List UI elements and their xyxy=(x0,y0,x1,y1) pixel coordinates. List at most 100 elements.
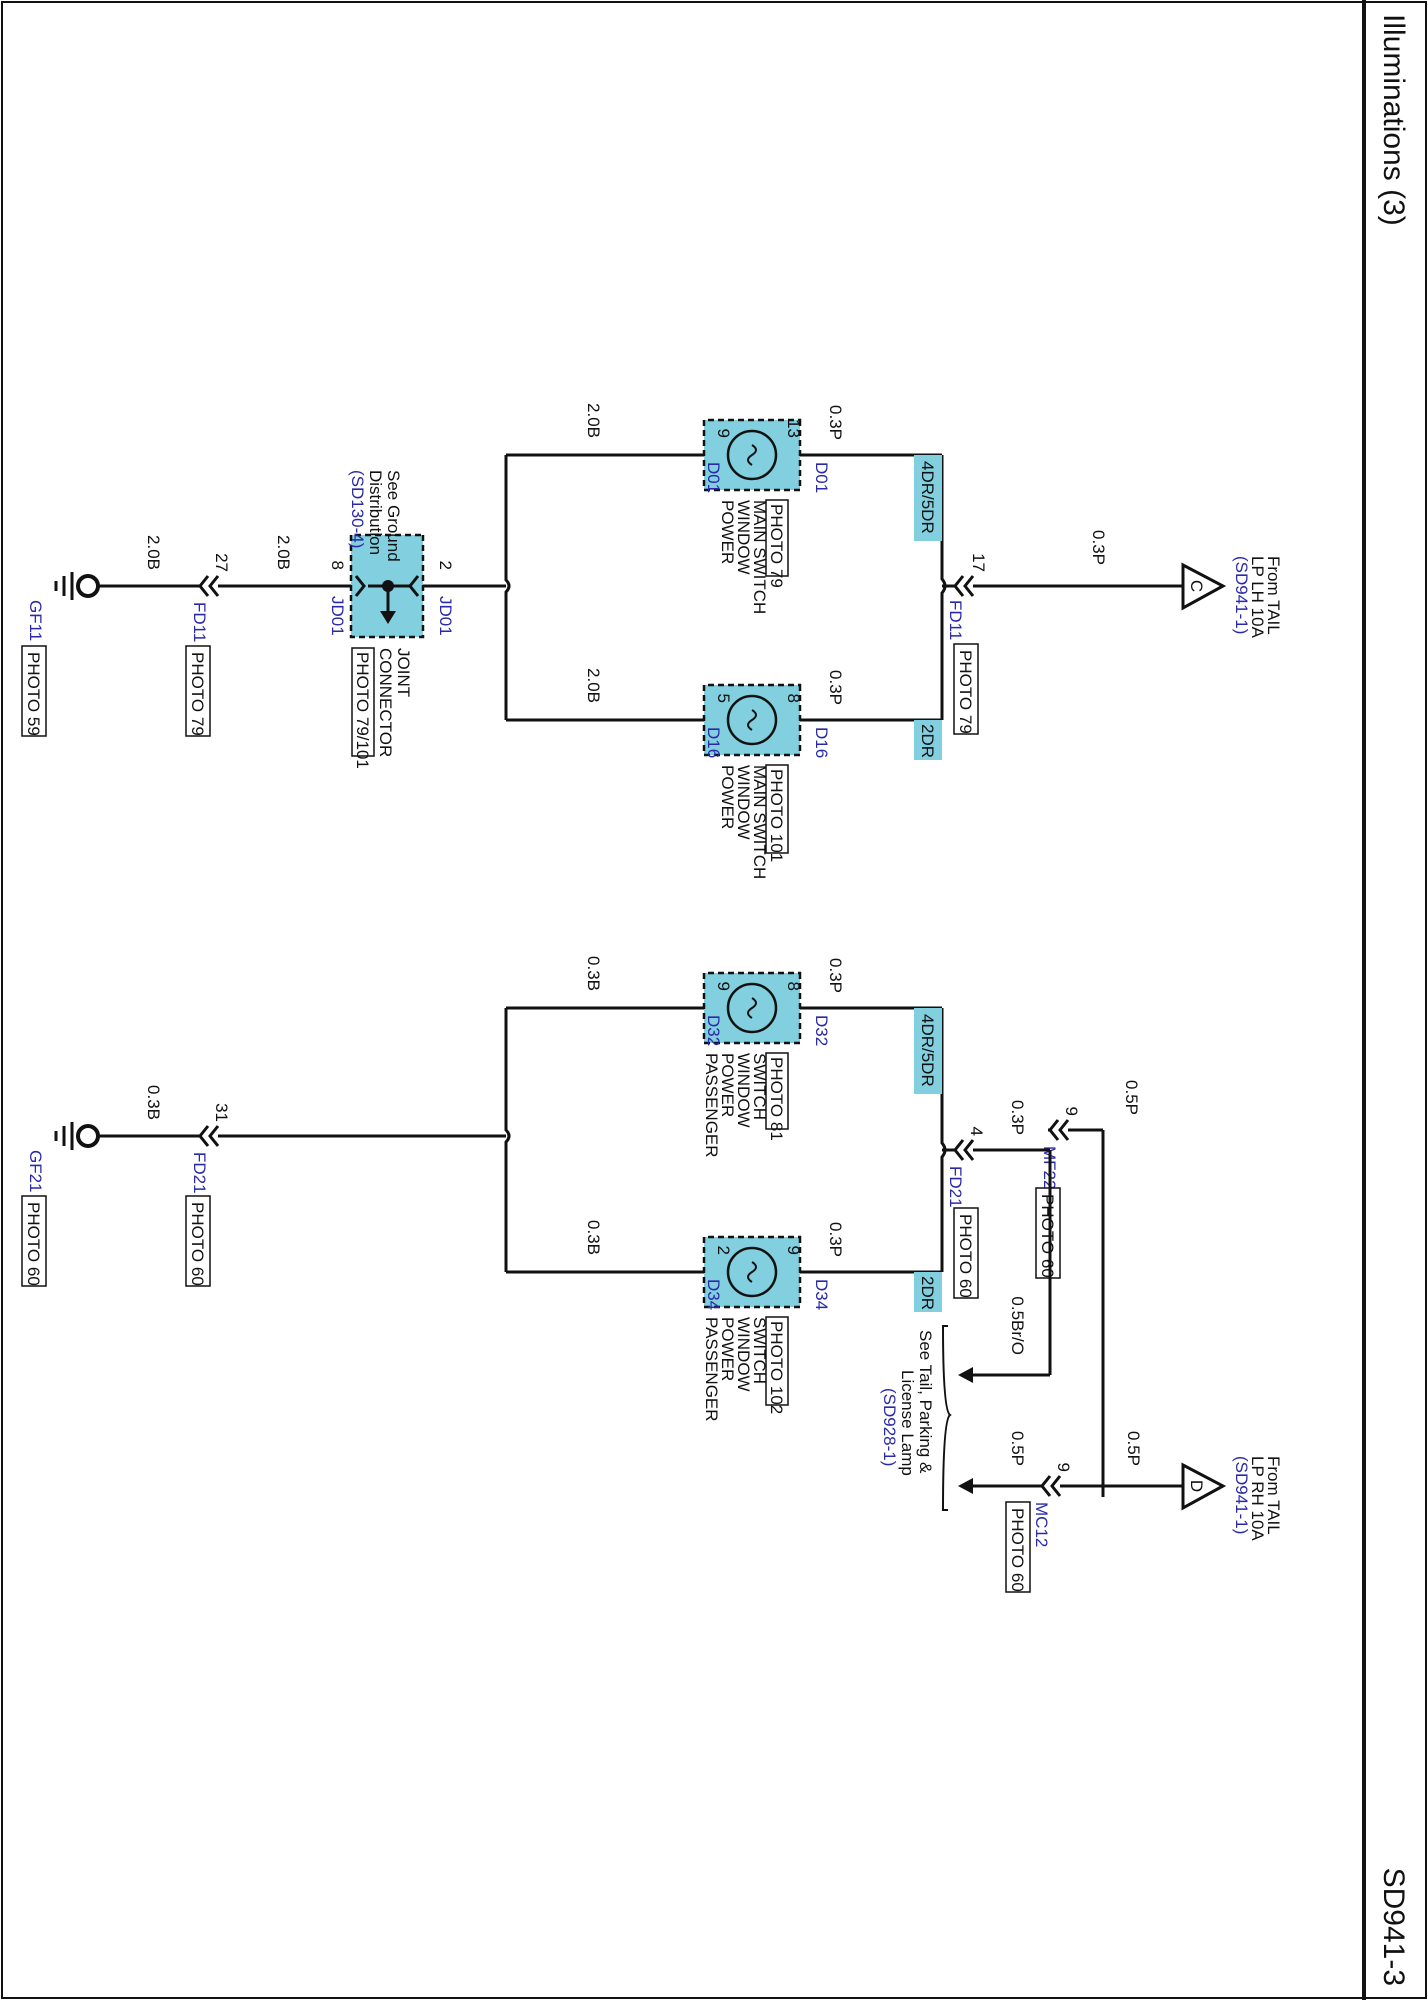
joint-label: JOINT xyxy=(394,648,413,697)
see-tail-line-1: See Tail, Parking & xyxy=(916,1330,935,1474)
source-d-line-1: From TAIL xyxy=(1264,1456,1283,1535)
pin: 8 xyxy=(784,982,803,991)
pin: 8 xyxy=(784,694,803,703)
connector-fd21-male xyxy=(963,1139,975,1161)
joint-label: CONNECTOR xyxy=(376,648,395,757)
connector-mf22-male xyxy=(1058,1119,1070,1141)
connector-name: JD01 xyxy=(328,596,347,636)
photo-label: PHOTO 101 xyxy=(767,769,786,862)
wire-gauge: 0.5P xyxy=(1124,1431,1143,1466)
arrow-down-icon xyxy=(958,1367,973,1383)
arrow-down-icon xyxy=(958,1478,973,1494)
bus-split xyxy=(940,455,947,720)
filament-icon xyxy=(747,444,757,466)
photo-box xyxy=(185,645,211,737)
photo-label: PHOTO 59 xyxy=(24,652,43,736)
variant-tag-2dr xyxy=(914,1272,942,1312)
connector-fd21-bottom-male xyxy=(208,1125,220,1147)
photo-label: PHOTO 79 xyxy=(767,504,786,588)
source-d-line-2: LP RH 10A xyxy=(1248,1456,1267,1541)
pin: 9 xyxy=(714,982,733,991)
ground-terminal-icon xyxy=(76,574,100,598)
filament-icon xyxy=(747,709,757,731)
connector-mc12-male xyxy=(1050,1475,1062,1497)
pin: 13 xyxy=(784,419,803,438)
switch-label: PASSENGER xyxy=(702,1053,721,1158)
photo-label: PHOTO 79 xyxy=(956,650,975,734)
connector-mc12-female xyxy=(1040,1475,1052,1497)
photo-label: PHOTO 81 xyxy=(767,1057,786,1141)
pin: 5 xyxy=(714,694,733,703)
switch-label: WINDOW xyxy=(734,1317,753,1392)
source-d-ref: (SD941-1) xyxy=(1232,1456,1251,1534)
photo-label: PHOTO 60 xyxy=(956,1214,975,1298)
photo-box xyxy=(1035,1187,1061,1279)
switch-label: WINDOW xyxy=(734,500,753,575)
pin: 27 xyxy=(212,553,231,572)
switch-label: POWER xyxy=(718,500,737,564)
pin: 31 xyxy=(212,1103,231,1122)
connector-name: D34 xyxy=(704,1279,723,1310)
filament-icon xyxy=(747,997,757,1019)
variant-tag-4dr-label: 4DR/5DR xyxy=(918,1014,937,1087)
switch-d32: 0.3P 9 D32 8 D32 xyxy=(702,958,902,1046)
connector-name: FD21 xyxy=(946,1166,965,1208)
connector-name: MC12 xyxy=(1032,1502,1051,1547)
pin: 4 xyxy=(967,1127,986,1136)
page-code: SD941-3 xyxy=(1377,1868,1410,1986)
switch-label: POWER xyxy=(718,1317,737,1381)
wire-gauge: 0.3P xyxy=(1089,530,1108,565)
filament-icon xyxy=(747,1261,757,1283)
connector-name: JD01 xyxy=(436,596,455,636)
pin: 8 xyxy=(328,561,347,570)
bus-split xyxy=(940,1008,947,1272)
joint-box-line-1: See Ground xyxy=(384,470,403,562)
source-c-line-2: LP LH 10A xyxy=(1248,556,1267,639)
pin: 2 xyxy=(436,561,455,570)
switch-label: MAIN SWITCH xyxy=(750,500,769,614)
pin: 9 xyxy=(1054,1463,1073,1472)
ground-name: GF11 xyxy=(26,600,45,641)
bus-merge xyxy=(504,455,511,720)
connector-mf22-female xyxy=(1048,1119,1060,1141)
switch-label: WINDOW xyxy=(734,765,753,840)
wire-gauge: 2.0B xyxy=(144,535,163,570)
connector-pin: 17 xyxy=(969,553,988,572)
connector-name: D32 xyxy=(704,1015,723,1046)
see-tail-ref: (SD928-1) xyxy=(880,1388,899,1466)
joint-box-line-2: Distribution xyxy=(366,470,385,555)
photo-box xyxy=(351,647,375,757)
wire-gauge: 2.0B xyxy=(274,535,293,570)
wire-gauge: 0.3P xyxy=(826,1222,845,1257)
connector-name: D01 xyxy=(812,462,831,493)
connector-fd21-female xyxy=(953,1139,965,1161)
switch-d01: 0.3P 9 D01 13 D01 xyxy=(702,405,902,493)
wire-gauge: 2.0B xyxy=(584,403,603,438)
connector-name: FD11 xyxy=(190,602,209,642)
connector-fd11-male xyxy=(963,575,975,597)
source-c-line-1: From TAIL xyxy=(1264,556,1283,635)
photo-box xyxy=(765,764,789,854)
connector-fd21-bottom-female xyxy=(198,1125,210,1147)
connector-name: D01 xyxy=(704,462,723,493)
ground-name: GF21 xyxy=(26,1150,45,1193)
photo-box xyxy=(765,499,789,577)
bus-merge xyxy=(504,1008,511,1272)
connector-name: D32 xyxy=(812,1015,831,1046)
photo-box xyxy=(185,1195,211,1287)
ground-terminal-icon xyxy=(76,1124,100,1148)
wire-gauge: 0.3B xyxy=(584,1220,603,1255)
photo-label: PHOTO 60 xyxy=(1008,1508,1027,1592)
wire-gauge: 2.0B xyxy=(584,668,603,703)
page-title: Illuminations (3) xyxy=(1377,14,1410,226)
source-c-ref: (SD941-1) xyxy=(1232,556,1251,634)
connector-name: D16 xyxy=(812,727,831,758)
wire-gauge: 0.5P xyxy=(1008,1431,1027,1466)
wire-gauge: 0.3P xyxy=(826,670,845,705)
connector-name: D34 xyxy=(812,1279,831,1310)
switch-label: POWER xyxy=(718,765,737,829)
photo-box xyxy=(765,1052,789,1130)
